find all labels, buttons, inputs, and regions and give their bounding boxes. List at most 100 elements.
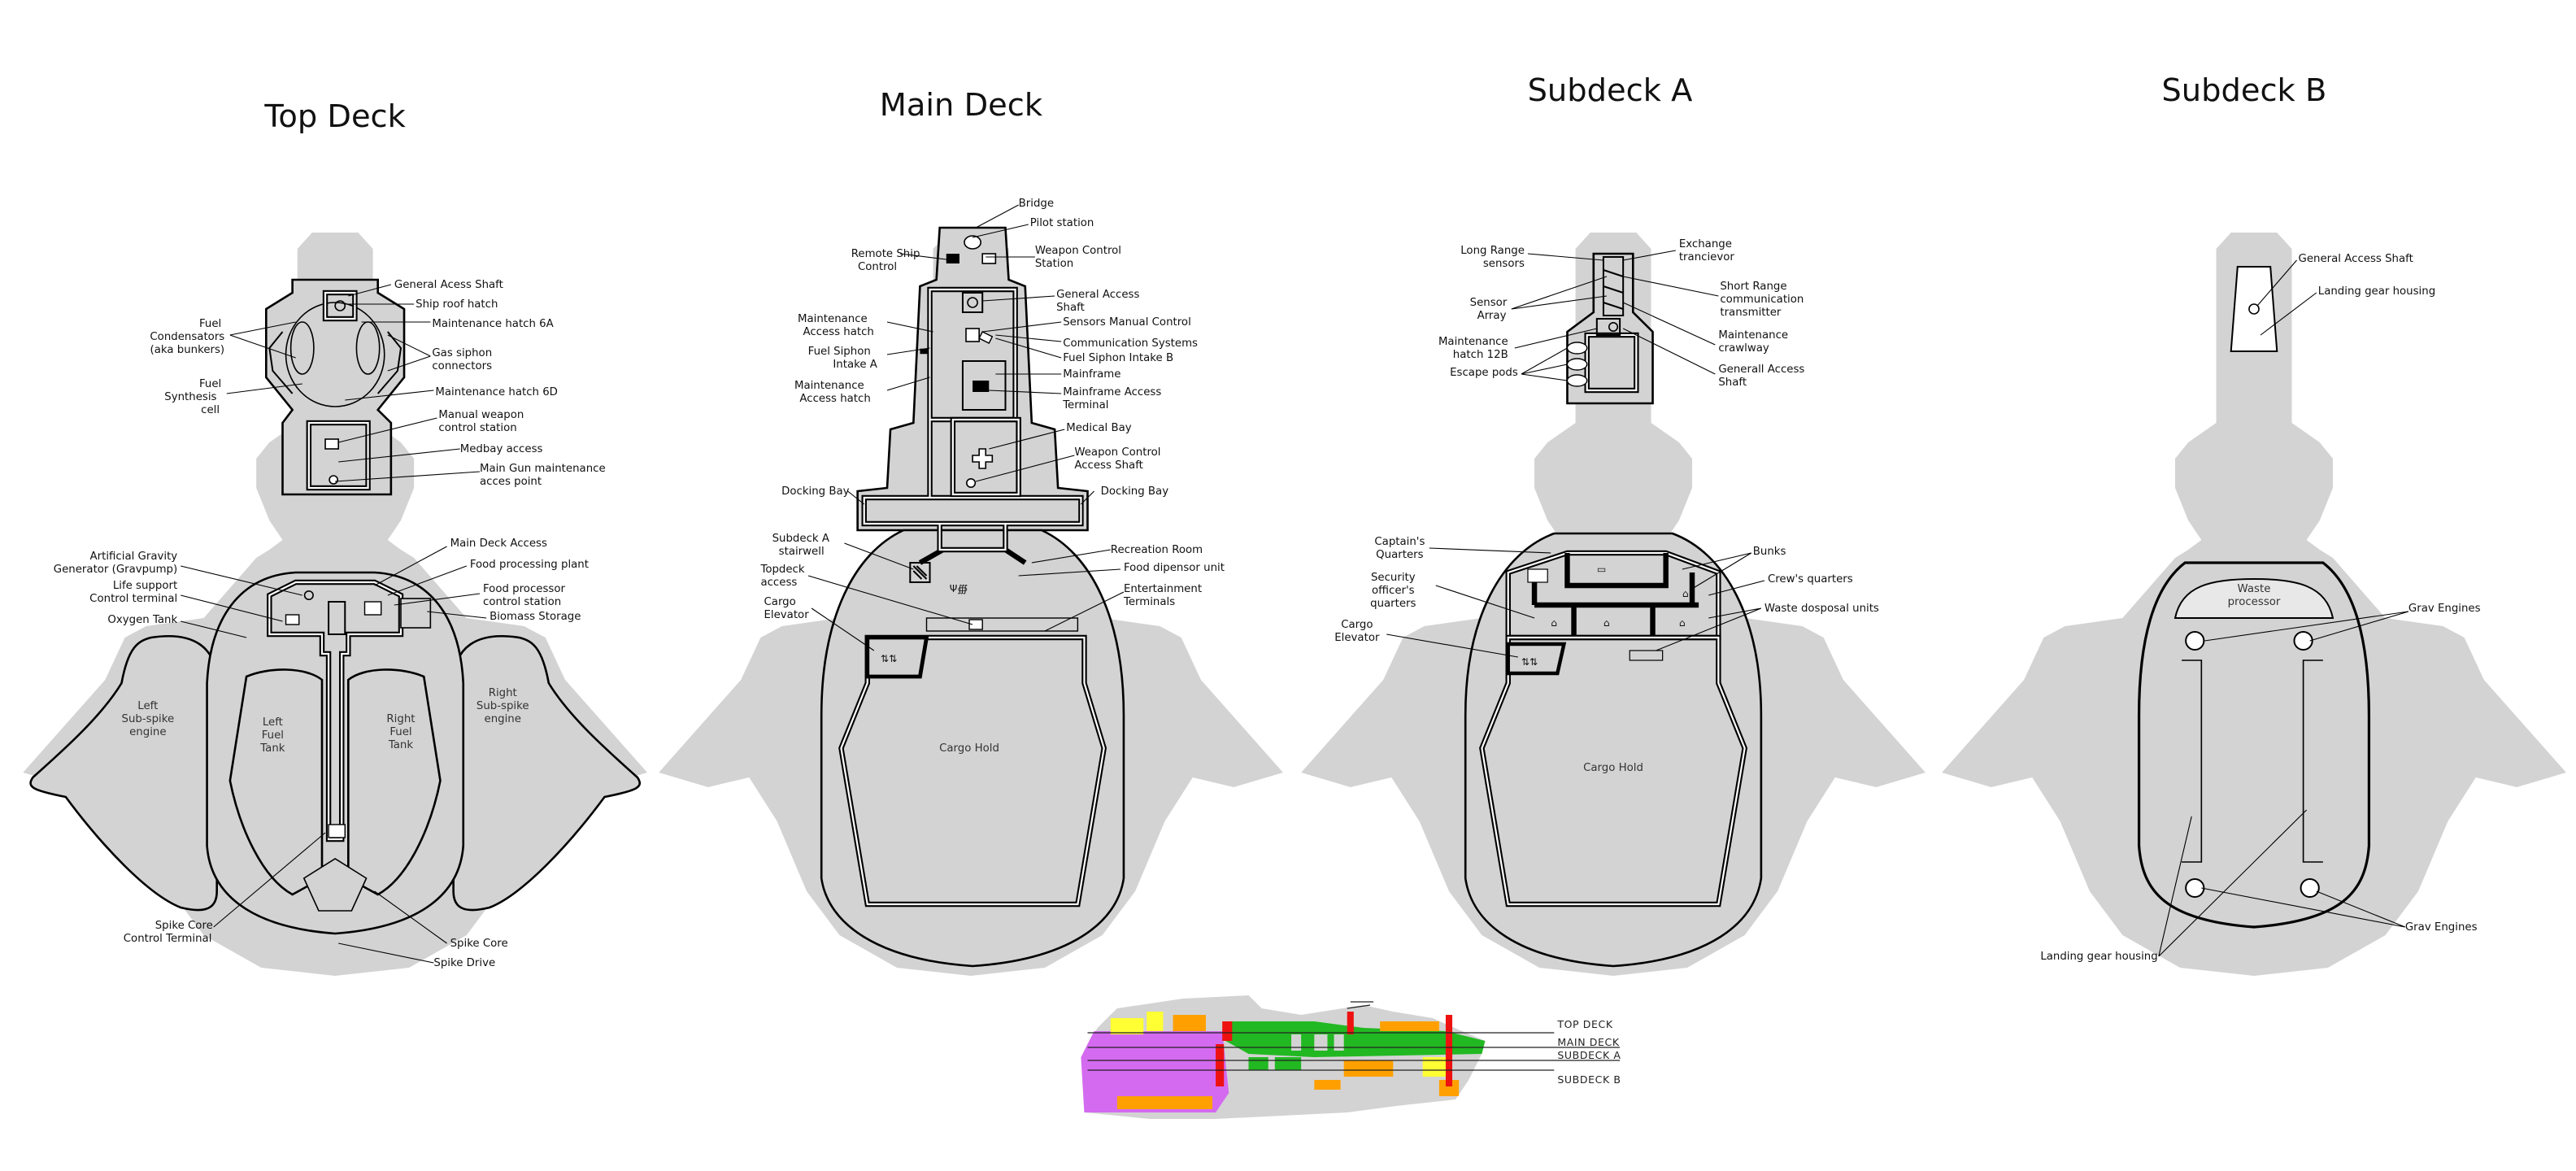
cross-section-red-shaft [1445, 1015, 1453, 1086]
fuel-condensator-left [289, 321, 315, 375]
label-food-processor-2: control station [483, 596, 561, 608]
food-processor-icon [363, 601, 382, 616]
elevator-icon: ⇅⇅ [1521, 656, 1538, 668]
shaft-hatch-icon [2248, 303, 2260, 315]
gravity-generator-icon [303, 590, 314, 600]
label-manual-weapon-2: control station [438, 422, 516, 434]
label-landing-gear-top: Landing gear housing [2318, 285, 2435, 298]
label-sensors-manual: Sensors Manual Control [1063, 316, 1191, 329]
label-mainframe-access-2: Terminal [1062, 399, 1108, 411]
label-life-support-2: Control terminal [89, 593, 177, 605]
cross-section-green-block [1248, 1057, 1268, 1070]
label-sensor-array: Sensor [1470, 297, 1508, 309]
label-oxygen-tank: Oxygen Tank [107, 614, 177, 626]
label-main-gun-2: acces point [480, 476, 542, 488]
label-maintenance-access-2b: Maintenance [794, 380, 864, 392]
main-deck-title: Main Deck [880, 88, 1042, 124]
label-right-fuel-tank-2: Fuel [389, 726, 411, 738]
label-fuel-synthesis: Fuel [199, 378, 221, 390]
biomass-storage [400, 598, 432, 629]
subdeck-a-main-hull [1464, 532, 1763, 968]
label-bridge: Bridge [1019, 198, 1054, 210]
label-maintenance-12b-2: hatch 12B [1453, 349, 1508, 361]
label-captains-quarters-2: Quarters [1376, 549, 1423, 561]
label-communication: Communication Systems [1063, 337, 1198, 350]
label-ship-roof-hatch: Ship roof hatch [416, 298, 498, 311]
weapon-console-icon [981, 253, 997, 264]
sensors-console-icon [965, 328, 980, 342]
left-fuel-tank [228, 668, 324, 896]
subdeck-b-title: Subdeck B [2161, 73, 2326, 109]
label-long-range: Long Range [1460, 245, 1525, 257]
label-spike-core-terminal-2: Control Terminal [124, 933, 212, 945]
label-fuel-condensators: Fuel [199, 318, 221, 330]
label-fuel-siphon-a: Fuel Siphon [808, 346, 871, 358]
sensor-array [1602, 256, 1625, 316]
mainframe-terminal-icon [973, 381, 990, 392]
label-maintenance-access: Maintenance [798, 313, 868, 325]
label-gas-siphon: Gas siphon [432, 347, 492, 359]
label-fuel-condensators-2: Condensators [150, 331, 224, 343]
label-grav-engines-bottom: Grav Engines [2405, 921, 2478, 934]
label-fuel-synthesis-2: Synthesis [164, 391, 216, 403]
cross-section-orange-block [1173, 1015, 1206, 1031]
cross-section-gap [1334, 1034, 1344, 1051]
cross-section-gap [1291, 1034, 1302, 1051]
label-entertainment: Entertainment [1124, 583, 1202, 595]
label-cargo-elevator-2: Elevator [1334, 632, 1380, 644]
label-topdeck-access-2: access [760, 577, 797, 589]
label-maintenance-crawlway-2: crawlway [1718, 342, 1769, 355]
entertainment-terminals [925, 617, 1079, 632]
label-maintenance-crawlway: Maintenance [1718, 329, 1788, 342]
label-fuel-condensators-3: (aka bunkers) [150, 344, 225, 356]
label-security-quarters-2: officer's [1372, 585, 1415, 597]
mainframe-room [961, 360, 1007, 411]
label-general-access-2: Shaft [1718, 377, 1747, 389]
cargo-elevator [865, 635, 929, 679]
label-weapon-shaft: Weapon Control [1074, 446, 1160, 459]
label-crews-quarters: Crew's quarters [1768, 573, 1853, 586]
label-entertainment-2: Terminals [1123, 596, 1175, 608]
label-bunks: Bunks [1753, 546, 1786, 558]
quarters-partitions [1531, 553, 1699, 638]
label-left-fuel-tank-2: Fuel [262, 729, 284, 742]
cross-section-yellow-block [1147, 1012, 1164, 1031]
grav-engine-icon [2300, 878, 2320, 898]
label-fuel-siphon-a-2: Intake A [833, 359, 877, 371]
label-artificial-gravity-2: Generator (Gravpump) [54, 564, 177, 576]
label-right-fuel-tank: Right [386, 713, 415, 725]
label-long-range-2: sensors [1483, 258, 1525, 270]
label-docking-bay-right: Docking Bay [1101, 485, 1169, 498]
general-access-shaft-box [961, 292, 984, 313]
label-cargo-elevator: Cargo [764, 596, 795, 608]
label-escape-pods: Escape pods [1450, 367, 1518, 379]
label-weapon-control-2: Station [1035, 258, 1073, 270]
label-recreation-room: Recreation Room [1111, 544, 1203, 556]
label-waste-disposal: Waste dosposal units [1764, 603, 1879, 615]
label-gas-siphon-2: connectors [432, 360, 492, 372]
shaft-hatch-icon [967, 297, 978, 308]
subdeck-a-title: Subdeck A [1528, 73, 1693, 109]
security-bunk-icon: ⌂ [1603, 617, 1610, 629]
cross-section-orange-block [1380, 1021, 1439, 1031]
label-docking-bay-left: Docking Bay [781, 485, 850, 498]
remote-control-terminal-icon [946, 254, 959, 263]
label-right-sub-spike: Right [489, 687, 517, 699]
label-manual-weapon: Manual weapon [438, 409, 524, 421]
gas-siphon-connectors [268, 331, 402, 394]
food-dispenser-icon: Ψ∰ [950, 583, 968, 594]
main-deck-plan: Main Deck Ψ∰ ⇅⇅ B [659, 88, 1283, 976]
left-sub-spike-engine [29, 635, 219, 912]
waste-disposal-units [1629, 650, 1664, 661]
landing-gear-housing-left [2182, 660, 2203, 863]
label-cargo-hold: Cargo Hold [939, 742, 999, 755]
waste-processor [2174, 577, 2334, 619]
subdeck-a-cargo-elevator [1506, 642, 1567, 676]
top-deck-title: Top Deck [263, 99, 405, 135]
grav-engine-icon [2185, 631, 2205, 651]
escape-pod-icon [1566, 374, 1588, 387]
subdeck-a-plan: Subdeck A ▭ ⌂ ⌂ ⌂ ⌂ ⇅⇅ Long Range sensor… [1301, 73, 1925, 976]
label-maintenance-access-2: Access hatch [803, 326, 873, 338]
label-captains-quarters: Captain's [1374, 536, 1425, 548]
